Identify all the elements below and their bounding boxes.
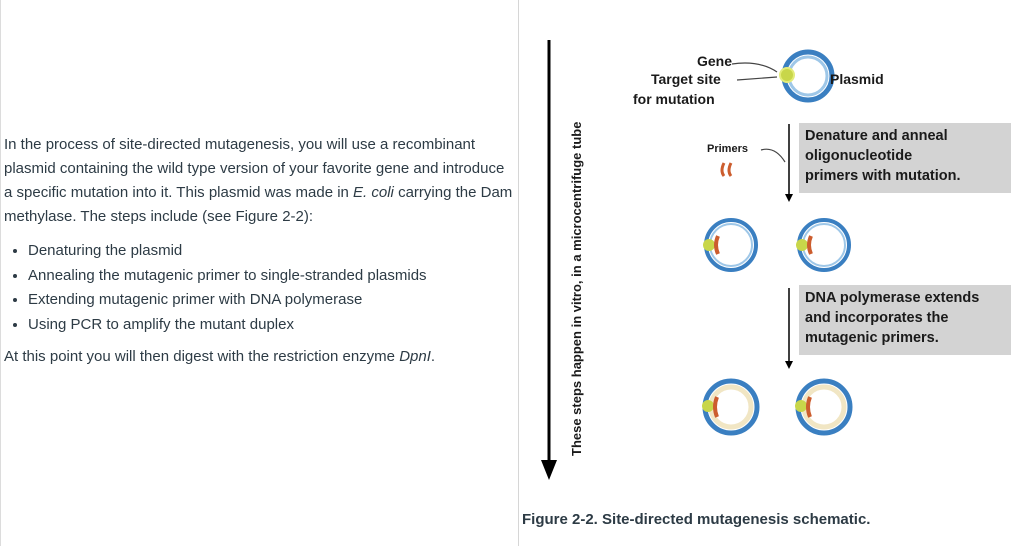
figure-panel: These steps happen in vitro, in a microc… [519,0,1024,546]
step-box-2-line-2: and incorporates the [805,310,948,326]
steps-list: Denaturing the plasmid Annealing the mut… [4,239,514,337]
plasmid-initial [779,49,835,103]
list-item: Annealing the mutagenic primer to single… [28,264,514,289]
mutagenesis-schematic: These steps happen in vitro, in a microc… [541,40,1011,480]
organism-name: E. coli [353,184,394,201]
step-box-2 [799,285,1011,355]
conclusion-text-2: . [430,348,436,365]
list-item: Denaturing the plasmid [28,239,514,264]
target-site-label: Target site [651,71,721,87]
single-strand-plasmid-right [796,218,851,272]
gene-label: Gene [697,53,732,69]
primer-pair [720,162,733,177]
intro-text-2: carrying the Dam methylase. The steps in… [4,184,513,225]
step-box-1-line-3: primers with mutation. [805,168,961,184]
process-arrow-head [541,460,557,480]
side-label: These steps happen in vitro, in a microc… [569,122,584,456]
gene-pointer [731,62,778,73]
step-box-1 [799,123,1011,193]
plasmid-label: Plasmid [830,71,884,87]
list-item: Using PCR to amplify the mutant duplex [28,313,514,338]
step-box-2-line-1: DNA polymerase extends [805,290,979,306]
left-border [0,0,1,546]
intro-paragraph: In the process of site-directed mutagene… [4,133,514,229]
primers-label: Primers [707,143,748,155]
enzyme-name: DpnI [399,348,431,365]
list-item: Extending mutagenic primer with DNA poly… [28,288,514,313]
extended-plasmid-left [702,378,760,436]
step-box-1-line-1: Denature and anneal [805,128,948,144]
single-strand-plasmid-left [703,218,758,272]
target-site-label-2: for mutation [633,91,715,107]
column-divider [518,0,519,546]
step-box-2-line-3: mutagenic primers. [805,330,939,346]
conclusion-paragraph: At this point you will then digest with … [4,345,514,369]
target-pointer [736,76,778,81]
text-panel: In the process of site-directed mutagene… [4,133,514,369]
step-box-1-line-2: oligonucleotide [805,148,912,164]
primers-pointer [760,148,786,163]
intro-text-1: In the process of site-directed mutagene… [4,136,505,201]
conclusion-text-1: At this point you will then digest with … [4,348,400,365]
extended-plasmid-right [795,378,853,436]
figure-caption: Figure 2-2. Site-directed mutagenesis sc… [522,511,871,528]
target-site-mark [779,67,795,83]
